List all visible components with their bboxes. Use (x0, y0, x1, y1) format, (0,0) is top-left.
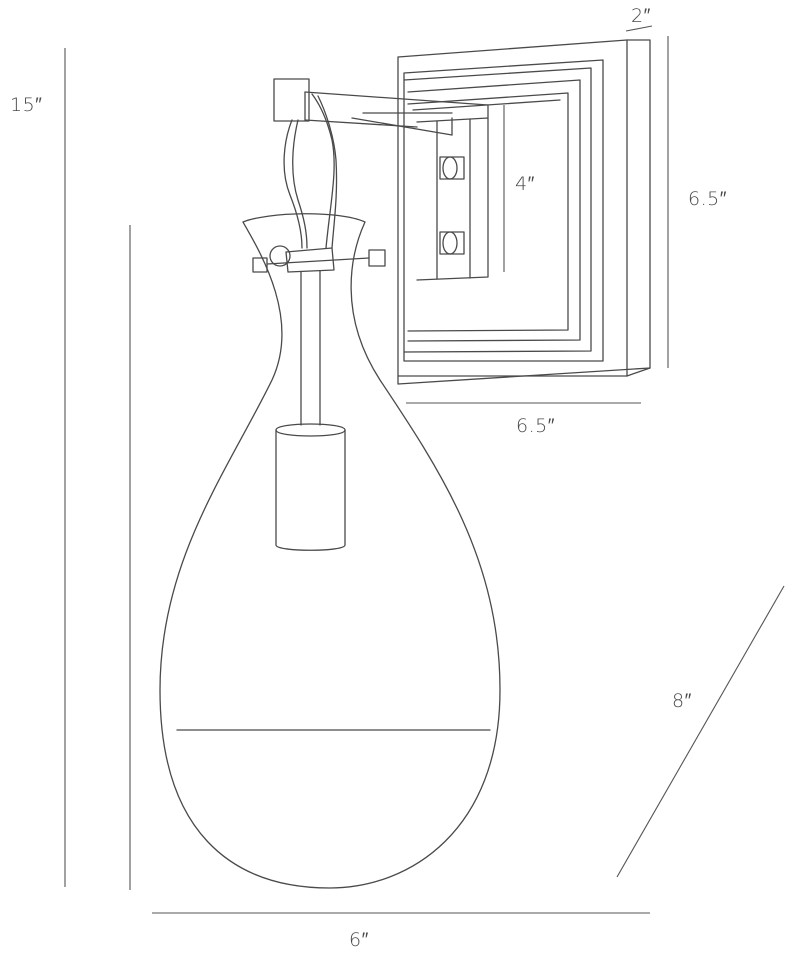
backplate-width-label: 6.5″ (516, 415, 555, 437)
mounting-screw-bottom (439, 231, 465, 255)
shade-width-label: 6″ (349, 929, 369, 951)
backplate (397, 39, 651, 385)
overall-height-label: 15″ (10, 94, 42, 116)
glass-shade (159, 213, 501, 889)
bulb-socket (275, 423, 346, 551)
arm-end-cap (273, 78, 310, 122)
mounting-screw-top (439, 156, 465, 180)
mounting-bracket (416, 117, 489, 281)
backplate-depth-label: 2″ (631, 5, 651, 27)
shade-clamp (252, 245, 386, 273)
mount-spacing-label: 4″ (515, 173, 535, 195)
backplate-height-label: 6.5″ (688, 188, 727, 210)
backplate-depth-dimension-line (625, 25, 653, 32)
extension-label: 8″ (672, 690, 692, 712)
stem (300, 270, 321, 426)
extension-dimension-line (616, 585, 785, 878)
hanging-loop (283, 93, 338, 249)
arm (304, 91, 489, 136)
